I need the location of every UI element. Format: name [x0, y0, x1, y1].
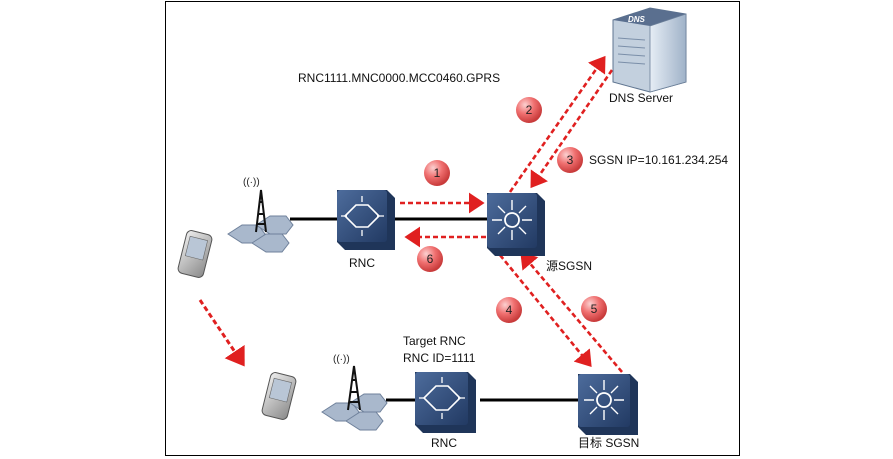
step-badge-2: 2: [516, 97, 542, 123]
mobile-phone-icon: [177, 230, 213, 278]
source-sgsn-label: 源SGSN: [546, 259, 592, 273]
source-sgsn-icon: [487, 193, 545, 256]
target-cell-tower-icon: ((·)): [321, 354, 388, 431]
step-badge-1: 1: [424, 160, 450, 186]
step-number: 6: [427, 252, 434, 266]
step-badge-5: 5: [581, 296, 607, 322]
arrow-ue-move: [198, 299, 245, 367]
signal-waves: ((·)): [243, 177, 260, 188]
cell-tower-icon: ((·)): [227, 177, 294, 253]
arrow-step-5: [520, 252, 623, 373]
source-rnc-label: RNC: [349, 256, 375, 270]
step-number: 5: [591, 302, 598, 316]
diagram-frame: [165, 1, 740, 456]
rnc-fqdn-label: RNC1111.MNC0000.MCC0460.GPRS: [298, 71, 500, 85]
dns-server-label: DNS Server: [609, 91, 673, 105]
dns-server-icon: DNS: [612, 7, 687, 93]
target-rnc-icon: [415, 372, 476, 433]
step-number: 1: [434, 166, 441, 180]
step-badge-6: 6: [417, 246, 443, 272]
target-sgsn-label: 目标 SGSN: [578, 436, 639, 450]
step-number: 3: [567, 153, 574, 167]
source-rnc-icon: [337, 190, 395, 250]
sgsn-ip-label: SGSN IP=10.161.234.254: [589, 153, 728, 167]
step-number: 2: [526, 103, 533, 117]
target-signal-waves: ((·)): [333, 354, 350, 365]
dns-logo-text: DNS: [628, 15, 646, 24]
arrow-step-2: [508, 55, 606, 193]
target-rnc-id-label: RNC ID=1111: [403, 351, 476, 365]
step-badge-3: 3: [557, 147, 583, 173]
step-number: 4: [506, 303, 513, 317]
target-sgsn-icon: [578, 374, 638, 435]
target-rnc-label: RNC: [431, 436, 457, 450]
step-badge-4: 4: [496, 297, 522, 323]
target-mobile-phone-icon: [261, 372, 297, 420]
target-rnc-title-label: Target RNC: [403, 334, 466, 348]
